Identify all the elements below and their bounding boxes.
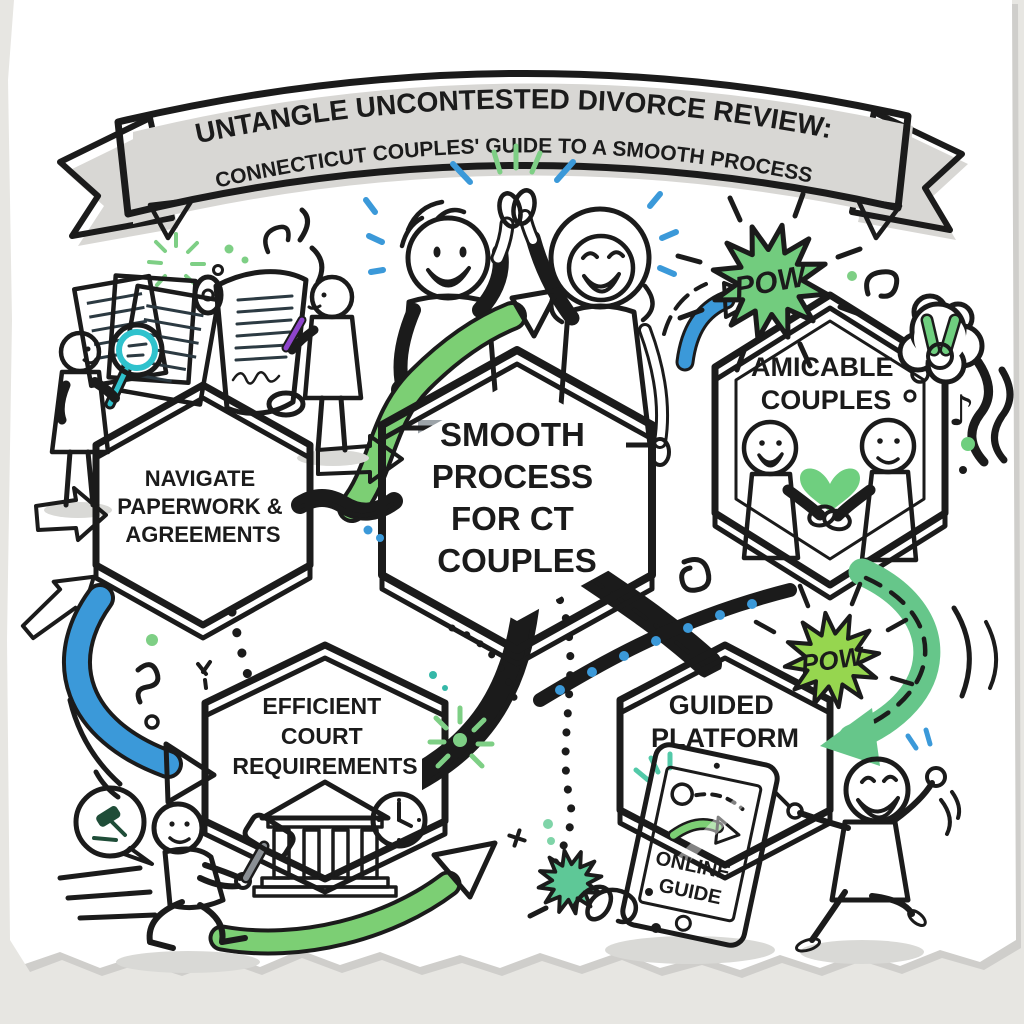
- hexagon-amicable-label: AMICABLE COUPLES: [751, 352, 901, 415]
- teal-dotted-arc: [448, 624, 521, 714]
- signer-figure: [281, 274, 369, 466]
- music-note-icon: ♪: [948, 386, 975, 435]
- doodles: ♪: [135, 269, 975, 933]
- heart-icon: [800, 468, 860, 512]
- green-arrow-bottom: [208, 840, 498, 956]
- curly-squiggle: [572, 884, 639, 925]
- speed-lines: [57, 865, 158, 921]
- green-swirl: [864, 269, 900, 299]
- thought-bubble-icon: [897, 293, 985, 385]
- purple-ribbon: [571, 558, 722, 678]
- hexagon-smooth: SMOOTH PROCESS FOR CT COUPLES: [378, 346, 656, 667]
- hexagon-court-label: EFFICIENT COURT REQUIREMENTS: [232, 693, 417, 779]
- signature-squiggle: [231, 371, 281, 385]
- purple-outfit: [302, 314, 364, 401]
- peace-sign-icon: [920, 313, 962, 370]
- mint-ribbon-dots: [555, 599, 757, 695]
- blue-wave-right: [967, 357, 993, 467]
- route-arrow: [667, 815, 741, 845]
- hexagon-smooth-label: SMOOTH PROCESS FOR CT COUPLES: [432, 416, 603, 579]
- blue-dotted-trail: [227, 607, 257, 695]
- confetti-center: [363, 525, 495, 769]
- banner-fold-left: [147, 197, 195, 241]
- route-dashed-line: [694, 792, 745, 812]
- hexagon-navigate-label: NAVIGATE PAPERWORK & AGREEMENTS: [117, 466, 289, 547]
- pow-burst-icon-top: POW: [675, 191, 865, 373]
- blue-curved-arrow-left: [62, 583, 217, 805]
- gavel-figure: [57, 785, 296, 973]
- banner-fold-right: [855, 197, 903, 241]
- purple-arrow-right: [34, 486, 108, 542]
- gavel-icon: [240, 812, 296, 884]
- bottom-splat-squiggle: [507, 819, 661, 933]
- hexagon-navigate: NAVIGATE PAPERWORK & AGREEMENTS: [92, 381, 314, 641]
- route-start-dot: [670, 782, 694, 806]
- green-spiral: [679, 557, 712, 593]
- woman-purple-top: [555, 303, 653, 448]
- happy-runner-figure: [774, 727, 962, 964]
- green-curved-arrow-right: [820, 558, 999, 766]
- handshake-icon: [741, 417, 919, 563]
- pen-icon: [283, 317, 305, 351]
- clock-icon: [370, 791, 428, 849]
- motion-swoosh: [939, 790, 962, 836]
- tablet-home-button: [674, 914, 692, 932]
- pow-burst-icon-bottom: POW: [753, 581, 915, 714]
- tablet-icon: ONLINE GUIDE: [620, 742, 780, 948]
- high-five-hands: [497, 188, 537, 229]
- banner-shadow: [133, 83, 913, 224]
- tablet-camera-dot: [713, 762, 720, 769]
- arrows: [20, 281, 999, 956]
- blue-arrow-right: [316, 434, 404, 484]
- high-five-woman: [518, 206, 671, 467]
- celebration-sparks: [363, 143, 679, 277]
- hexagon-court: EFFICIENT COURT REQUIREMENTS: [201, 641, 449, 898]
- speech-bubble-gavel-icon: [73, 785, 154, 866]
- stylus-icon: [774, 791, 791, 808]
- paperwork-scene: [44, 269, 369, 518]
- confetti-left-mid: [135, 634, 212, 730]
